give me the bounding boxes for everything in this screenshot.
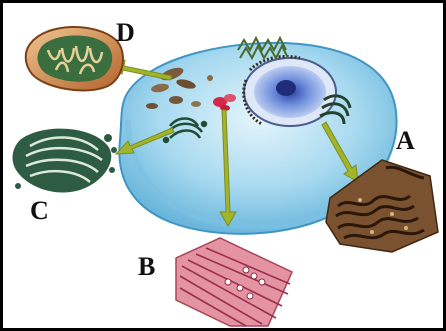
label-c: C (30, 198, 49, 224)
label-b: B (138, 254, 155, 280)
label-d: D (116, 20, 135, 46)
label-a: A (396, 128, 415, 154)
mitochondrion-icon (26, 27, 123, 91)
